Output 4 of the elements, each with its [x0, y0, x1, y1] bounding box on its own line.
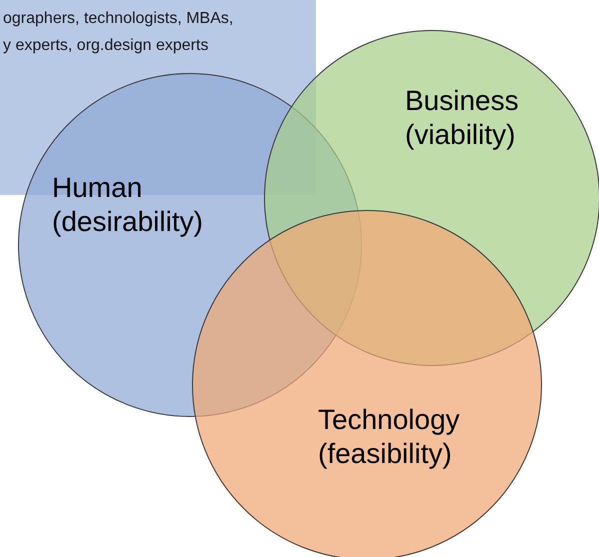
panel-text: ographers, technologists, MBAs, y experts, org.design experts: [3, 9, 234, 56]
circle-label: Technology (feasibility): [318, 403, 461, 471]
circle-label: Human (desirability): [52, 171, 204, 239]
circle-label: Business (viability): [405, 84, 520, 152]
